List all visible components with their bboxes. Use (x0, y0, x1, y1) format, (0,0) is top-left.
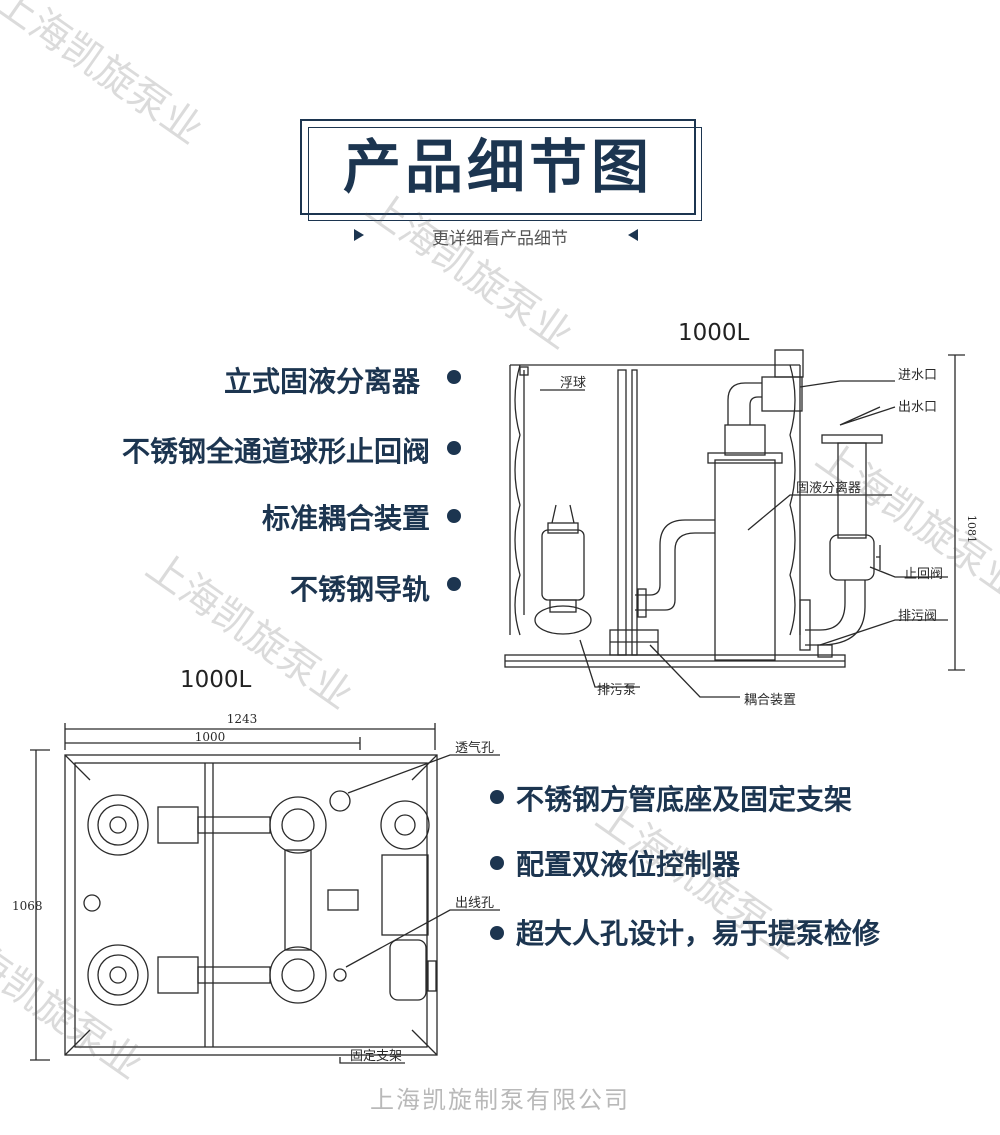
bullet-icon (490, 926, 504, 940)
page-subtitle: 更详细看产品细节 (432, 229, 568, 249)
page-title: 产品细节图 (342, 133, 653, 201)
top-view-drawing: 1243 1000 1068 透气孔 出线孔 固定支架 (12, 712, 500, 1064)
title-frame-outer (300, 119, 696, 215)
triangle-right-icon (354, 229, 364, 241)
footer-company: 上海凯旋制泵有限公司 (370, 1086, 630, 1114)
top-feature-3: 超大人孔设计，易于提泵检修 (516, 917, 881, 950)
label-coupling: 耦合装置 (744, 693, 796, 708)
label-separator: 固液分离器 (796, 480, 861, 496)
side-feature-2: 不锈钢全通道球形止回阀 (121, 435, 430, 468)
label-float: 浮球 (560, 376, 586, 391)
label-cable-hole: 出线孔 (455, 896, 494, 911)
bullet-icon (447, 509, 461, 523)
label-height: 1081 (965, 515, 978, 543)
label-depth: 1068 (12, 899, 43, 913)
top-feature-1: 不锈钢方管底座及固定支架 (516, 783, 853, 816)
label-vent: 透气孔 (455, 740, 494, 756)
side-feature-4: 不锈钢导轨 (289, 573, 430, 606)
label-outlet: 出水口 (898, 400, 937, 415)
label-width-outer: 1243 (227, 712, 258, 726)
title-frame-inner (308, 127, 702, 221)
label-width-inner: 1000 (195, 730, 226, 744)
top-view-model: 1000L (180, 667, 252, 693)
top-feature-2: 配置双液位控制器 (516, 848, 741, 881)
bullet-icon (447, 441, 461, 455)
label-sewage-pump: 排污泵 (597, 683, 636, 698)
label-bracket: 固定支架 (350, 1049, 402, 1064)
bullet-icon (447, 577, 461, 591)
label-check-valve: 止回阀 (904, 567, 943, 582)
triangle-left-icon (628, 229, 638, 241)
bullet-icon (490, 790, 504, 804)
side-view-model: 1000L (678, 320, 750, 346)
side-view-drawing: 浮球 进水口 出水口 固液分离器 止回阀 排污阀 排污泵 耦合装置 1081 (504, 349, 978, 708)
side-feature-3: 标准耦合装置 (261, 502, 430, 535)
side-feature-1: 立式固液分离器 (223, 365, 420, 398)
watermark: 上海凯旋泵业 (0, 0, 211, 154)
label-inlet: 进水口 (898, 368, 937, 383)
watermark: 上海凯旋泵业 (137, 543, 361, 719)
bullet-icon (490, 856, 504, 870)
bullet-icon (447, 370, 461, 384)
label-drain-valve: 排污阀 (898, 609, 937, 624)
